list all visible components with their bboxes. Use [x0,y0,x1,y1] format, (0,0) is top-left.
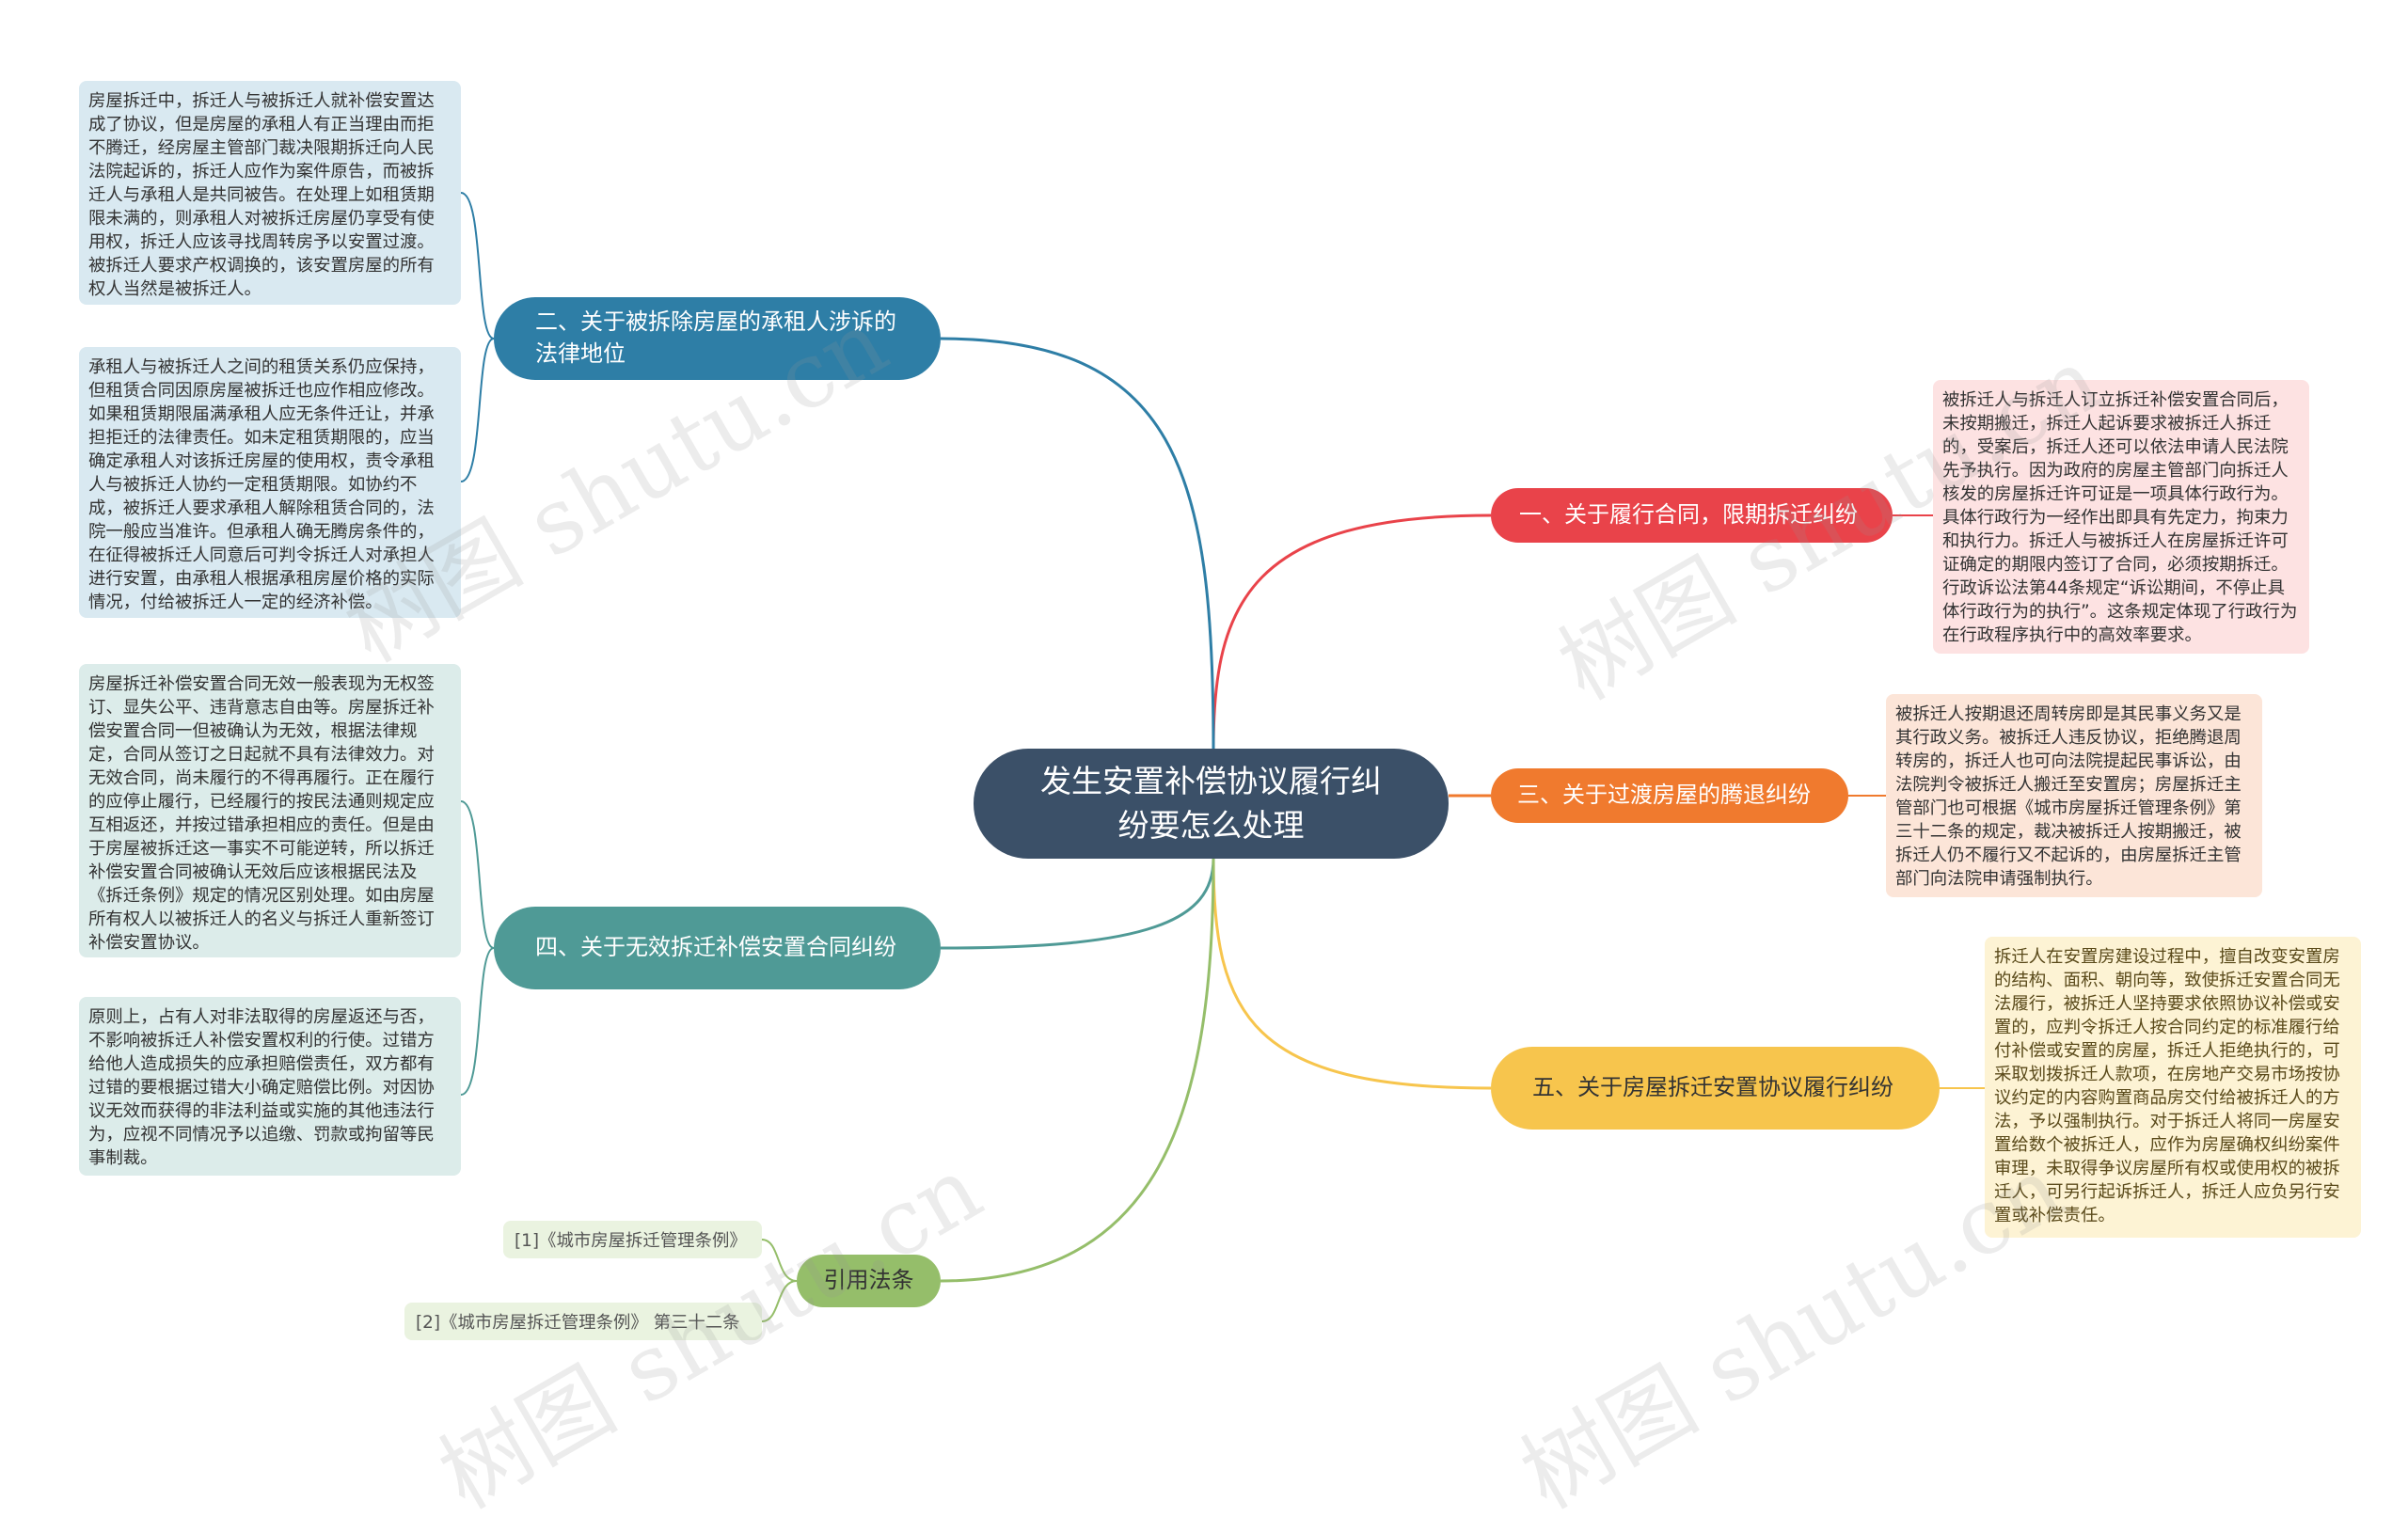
root-label: 发生安置补偿协议履行纠纷要怎么处理 [1040,763,1382,844]
branch-b6-label: 引用法条 [823,1267,914,1294]
link-b6-leaf2 [761,1280,798,1322]
branch-b2[interactable]: 二、关于被拆除房屋的承租人涉诉的法律地位 [494,297,941,380]
branch-b6[interactable]: 引用法条 [797,1255,941,1307]
link-root-b4 [940,858,1215,950]
link-b6-leaf1 [761,1239,798,1282]
leaf-b1-1-text: 被拆迁人与拆迁人订立拆迁补偿安置合同后，未按期搬迁，拆迁人起诉要求被拆迁人拆迁的… [1942,390,2298,645]
branch-b3-label: 三、关于过渡房屋的腾退纠纷 [1517,782,1811,809]
link-b2-leaf1 [460,192,495,340]
branch-b1[interactable]: 一、关于履行合同，限期拆迁纠纷 [1491,488,1893,543]
leaf-b2-2-text: 承租人与被拆迁人之间的租赁关系仍应保持，但租赁合同因原房屋被拆迁也应作相应修改。… [88,357,435,612]
cite-1-text: [1]《城市房屋拆迁管理条例》 [515,1231,747,1251]
branch-b5[interactable]: 五、关于房屋拆迁安置协议履行纠纷 [1491,1047,1940,1130]
leaf-b3-1-text: 被拆迁人按期退还周转房即是其民事义务又是其行政义务。被拆迁人违反协议，拒绝腾退周… [1895,704,2242,889]
branch-b4-label: 四、关于无效拆迁补偿安置合同纠纷 [535,934,896,961]
leaf-b4-2: 原则上，占有人对非法取得的房屋返还与否，不影响被拆迁人补偿安置权利的行使。过错方… [79,997,461,1176]
leaf-b2-1-text: 房屋拆迁中，拆迁人与被拆迁人就补偿安置达成了协议，但是房屋的承租人有正当理由而拒… [88,91,435,299]
leaf-b5-1: 拆迁人在安置房建设过程中，擅自改变安置房的结构、面积、朝向等，致使拆迁安置合同无… [1985,937,2361,1238]
link-b4-leaf1 [460,800,495,949]
branch-b4[interactable]: 四、关于无效拆迁补偿安置合同纠纷 [494,907,941,989]
cite-1[interactable]: [1]《城市房屋拆迁管理条例》 [503,1221,762,1258]
leaf-b2-2: 承租人与被拆迁人之间的租赁关系仍应保持，但租赁合同因原房屋被拆迁也应作相应修改。… [79,347,461,618]
branch-b5-label: 五、关于房屋拆迁安置协议履行纠纷 [1532,1074,1893,1101]
link-b4-leaf2 [460,947,495,1096]
leaf-b4-1-text: 房屋拆迁补偿安置合同无效一般表现为无权签订、显失公平、违背意志自由等。房屋拆迁补… [88,674,435,953]
link-root-b1 [1212,514,1492,750]
cite-2-text: [2]《城市房屋拆迁管理条例》 第三十二条 [416,1313,740,1333]
link-root-b2 [940,337,1215,750]
connector-lines [460,192,1985,1322]
leaf-b4-1: 房屋拆迁补偿安置合同无效一般表现为无权签订、显失公平、违背意志自由等。房屋拆迁补… [79,664,461,957]
branch-b1-label: 一、关于履行合同，限期拆迁纠纷 [1519,501,1858,529]
branch-b3[interactable]: 三、关于过渡房屋的腾退纠纷 [1491,768,1848,823]
link-root-b5 [1212,858,1492,1090]
root-node[interactable]: 发生安置补偿协议履行纠纷要怎么处理 [974,749,1449,859]
leaf-b3-1: 被拆迁人按期退还周转房即是其民事义务又是其行政义务。被拆迁人违反协议，拒绝腾退周… [1886,694,2262,897]
link-b2-leaf2 [460,338,495,482]
cite-2[interactable]: [2]《城市房屋拆迁管理条例》 第三十二条 [404,1303,762,1340]
leaf-b4-2-text: 原则上，占有人对非法取得的房屋返还与否，不影响被拆迁人补偿安置权利的行使。过错方… [88,1007,435,1168]
branch-b2-label: 二、关于被拆除房屋的承租人涉诉的法律地位 [535,308,896,367]
leaf-b1-1: 被拆迁人与拆迁人订立拆迁补偿安置合同后，未按期搬迁，拆迁人起诉要求被拆迁人拆迁的… [1933,380,2309,654]
leaf-b2-1: 房屋拆迁中，拆迁人与被拆迁人就补偿安置达成了协议，但是房屋的承租人有正当理由而拒… [79,81,461,305]
link-root-b6 [940,858,1215,1283]
leaf-b5-1-text: 拆迁人在安置房建设过程中，擅自改变安置房的结构、面积、朝向等，致使拆迁安置合同无… [1994,947,2340,1225]
